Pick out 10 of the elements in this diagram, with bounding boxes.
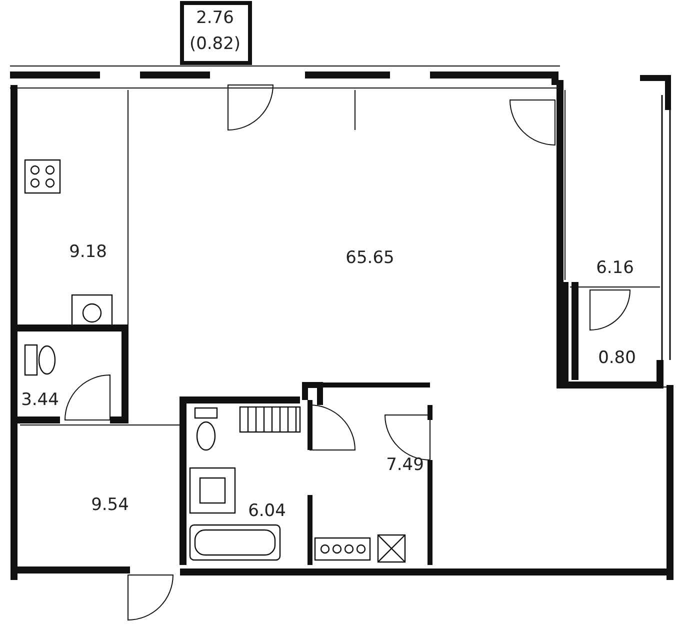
area-label: 7.49 xyxy=(386,455,424,475)
area-label: (0.82) xyxy=(189,34,241,54)
area-label: 9.54 xyxy=(91,495,129,515)
area-label: 2.76 xyxy=(196,8,234,28)
area-label: 6.04 xyxy=(248,501,286,521)
area-label: 9.18 xyxy=(69,242,107,262)
area-label: 6.16 xyxy=(596,258,634,278)
area-label: 65.65 xyxy=(346,248,394,268)
area-label: 3.44 xyxy=(21,390,59,410)
area-label: 0.80 xyxy=(598,348,636,368)
